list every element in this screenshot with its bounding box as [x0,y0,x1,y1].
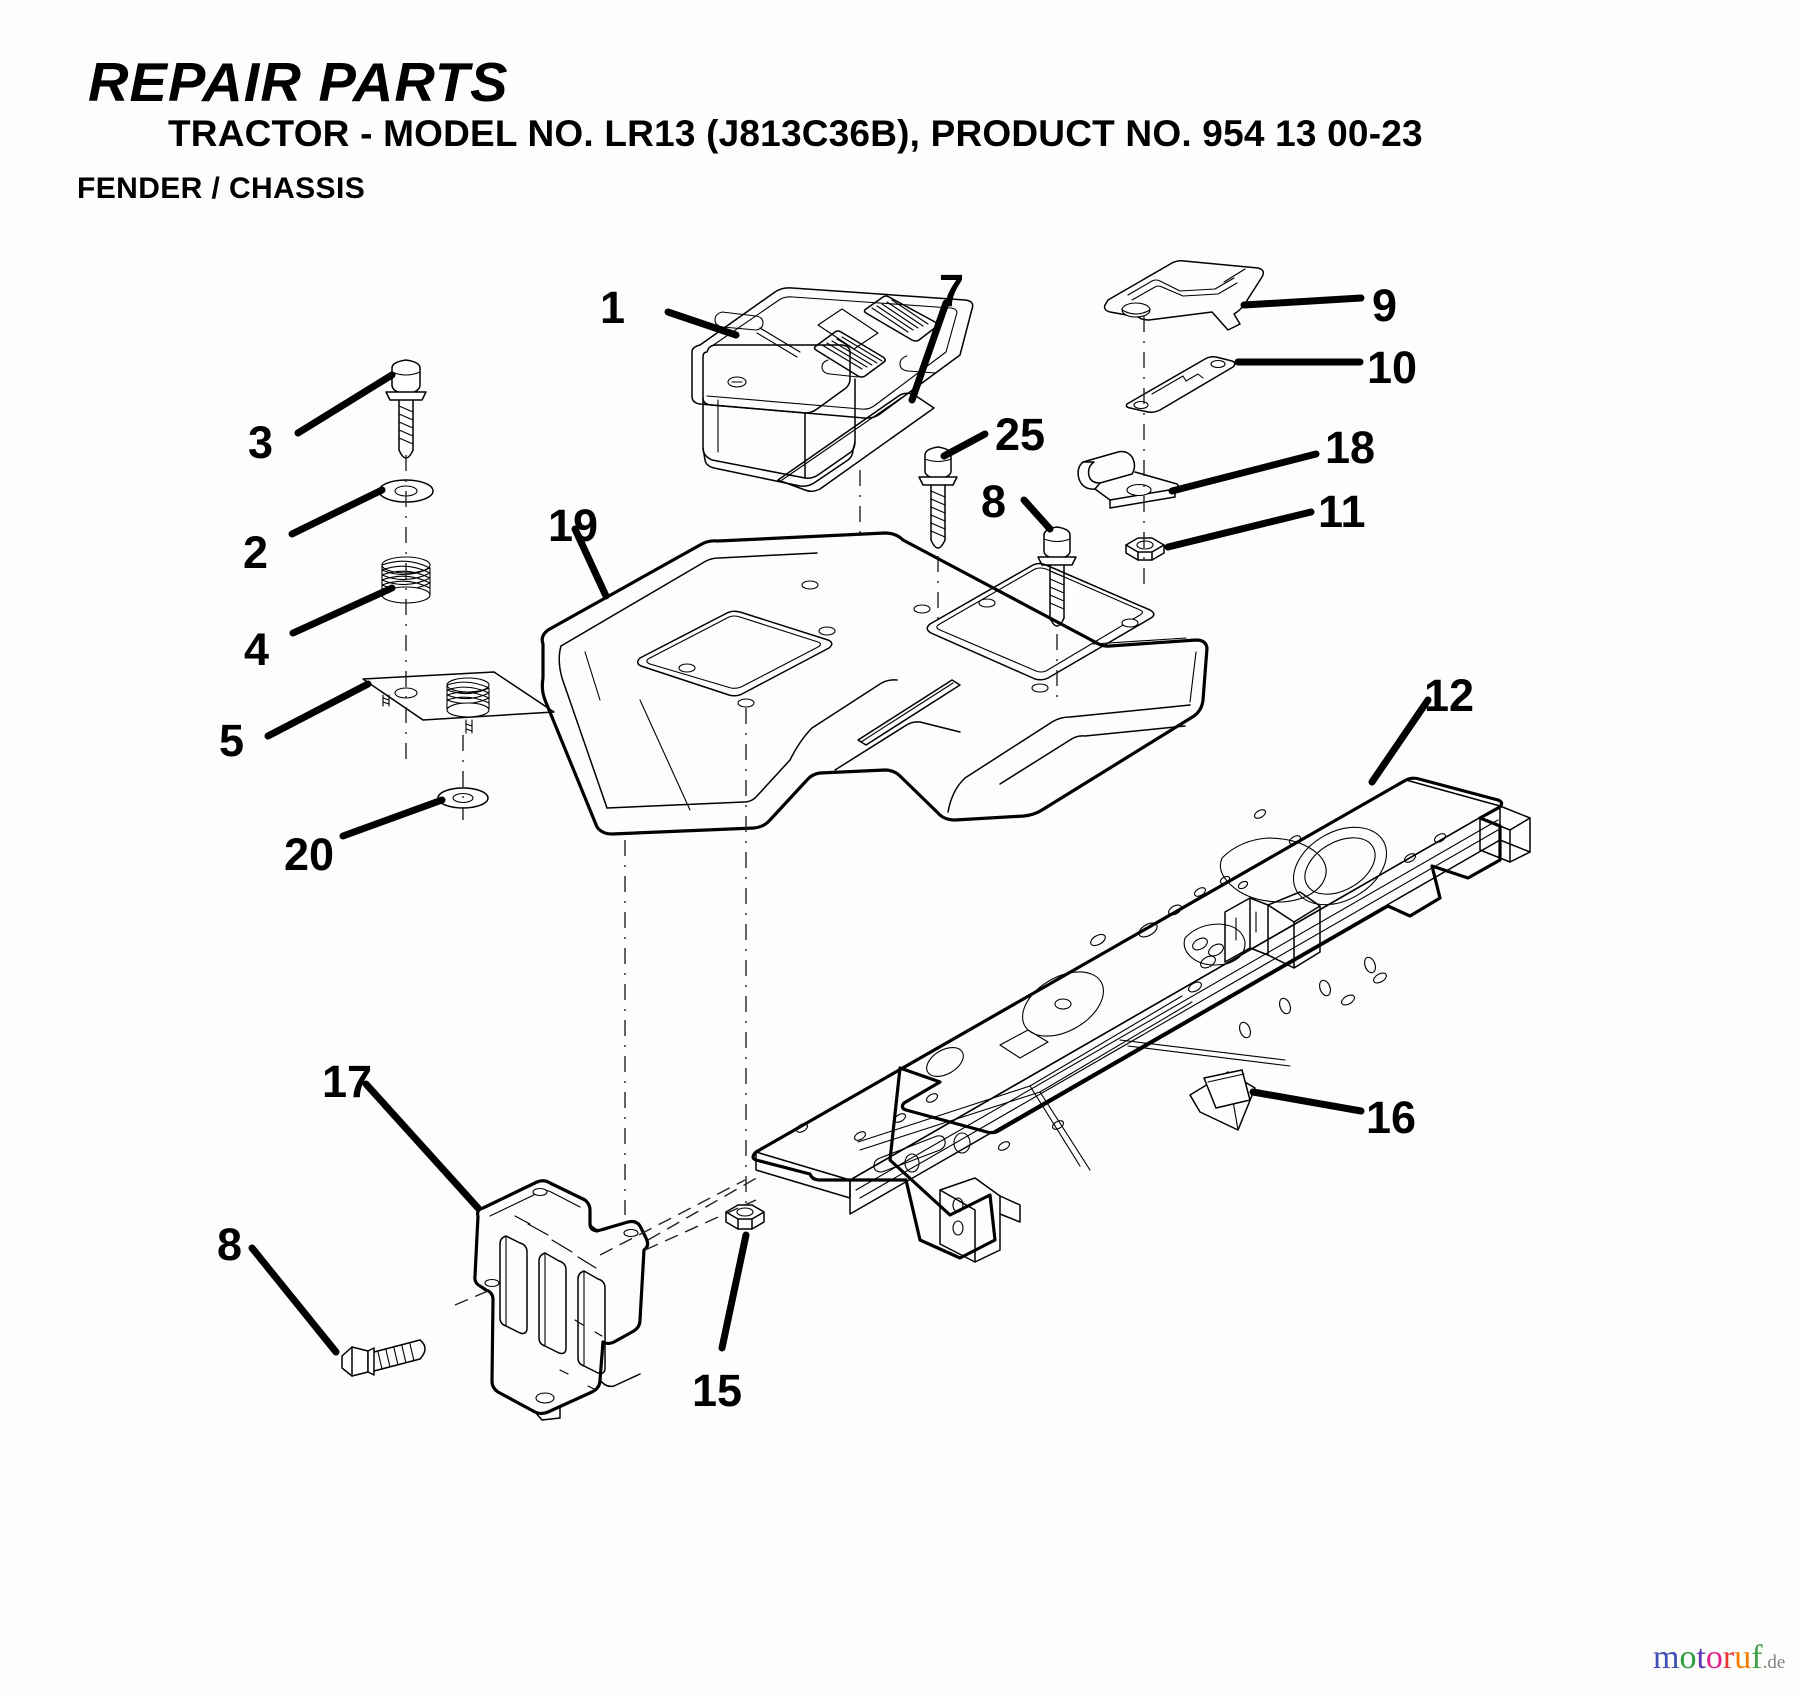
leader-lines [248,294,1432,1356]
watermark-letter-r: r [1722,1639,1735,1676]
callout-1: 1 [600,282,626,333]
part-chassis-tab-16 [1203,1069,1251,1109]
callout-12: 12 [1424,670,1475,721]
model-subtitle: TRACTOR - MODEL NO. LR13 (J813C36B), PRO… [168,113,1423,154]
part-lock-nut-15 [725,1204,765,1230]
part-seat-mounting-plate-5 [362,671,555,734]
callout-10: 10 [1367,342,1418,393]
part-hex-screw-8-upper [1037,526,1077,627]
part-battery-tray-17 [473,1179,650,1421]
callout-17: 17 [322,1056,373,1107]
callout-8-lower: 8 [217,1219,243,1270]
part-chassis-frame-12 [751,776,1531,1263]
callout-2: 2 [243,527,269,578]
callout-7: 7 [939,265,965,316]
watermark-letter-o2: o [1705,1639,1723,1676]
watermark-suffix: .de [1762,1652,1786,1673]
callout-20: 20 [284,829,335,880]
part-hex-screw-25 [918,446,958,549]
callout-19: 19 [548,500,599,551]
part-fender-assembly-19 [540,531,1209,836]
section-title: FENDER / CHASSIS [77,172,366,205]
watermark-letter-m: m [1653,1639,1680,1676]
page-title: REPAIR PARTS [88,51,509,113]
callout-18: 18 [1325,422,1376,473]
part-cable-clamp-18 [1077,450,1180,509]
callout-15: 15 [692,1365,743,1416]
callout-3: 3 [248,417,274,468]
callout-16: 16 [1366,1092,1417,1143]
callout-11: 11 [1318,486,1366,537]
callout-25: 25 [995,409,1046,460]
part-fender-pad-7 [777,392,935,493]
callout-8-upper: 8 [981,476,1007,527]
watermark-letter-o1: o [1679,1639,1697,1676]
part-hex-screw-8-lower [341,1339,426,1377]
part-hex-flange-screw-3 [385,359,427,459]
part-console-cup-holder [691,287,974,487]
watermark-letter-u: u [1734,1639,1752,1676]
part-battery-strap-10 [1125,356,1236,413]
motoruf-watermark: motoruf.de [1653,1641,1785,1675]
callout-4: 4 [244,624,270,675]
part-hex-nut-11 [1125,537,1165,561]
callout-5: 5 [219,715,245,766]
part-battery-holddown-cover-9 [1103,260,1265,331]
callout-9: 9 [1372,280,1398,331]
watermark-letter-t: t [1696,1639,1706,1676]
watermark-letter-f: f [1751,1639,1763,1676]
